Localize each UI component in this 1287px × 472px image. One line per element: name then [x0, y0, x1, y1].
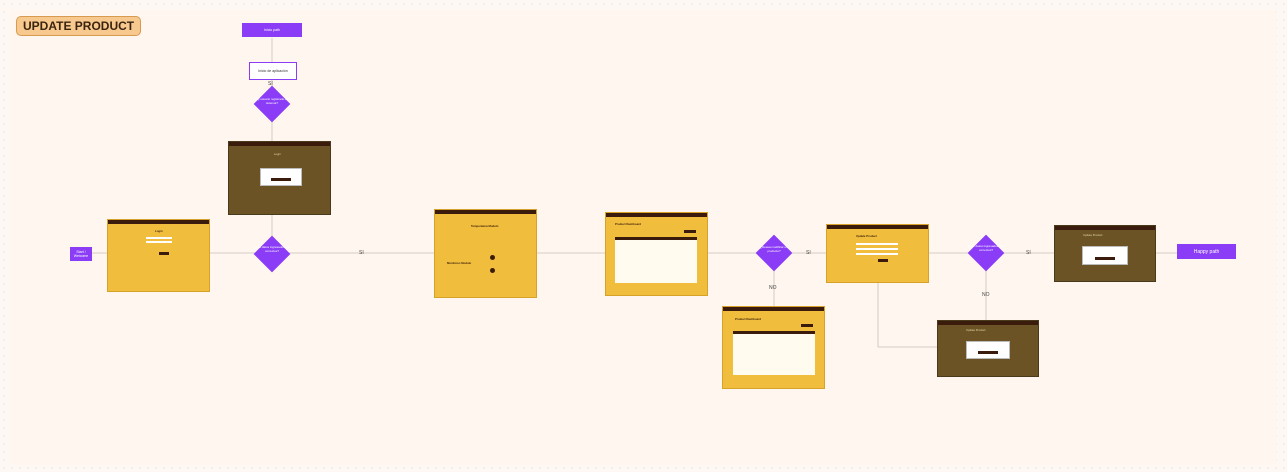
screen-title: Login [155, 229, 163, 233]
screen-top-modal: Login [228, 141, 331, 215]
product-table [615, 237, 697, 283]
add-product-button[interactable] [801, 324, 813, 327]
screen-product-list: Product Dashboard [605, 212, 708, 296]
edge-label-si-1: SI [359, 250, 364, 256]
dashboard-subtitle: Monitoreo Modulo [447, 261, 472, 265]
name-field[interactable] [856, 243, 898, 245]
screen-product-list-no: Product Dashboard [722, 306, 825, 389]
edge-label-no-1: NO [769, 285, 777, 291]
screen-update-form: Update Product [826, 224, 929, 283]
modal-ok-button[interactable] [1095, 257, 1115, 260]
decision-product-label: ¿Desea modificar un producto? [760, 245, 788, 253]
product-table [733, 331, 815, 375]
table-header [615, 237, 697, 240]
screen-topbar [108, 220, 209, 224]
table-header [733, 331, 815, 334]
login-button[interactable] [159, 252, 169, 255]
screen-success-modal: Update Product [1054, 225, 1156, 282]
top-process-label: Inicio de aplicación [258, 69, 288, 73]
decision-login-label: ¿Con datos ingresados son correctos? [253, 245, 291, 253]
product-list-title: Product Dashboard [615, 222, 641, 226]
top-start-node: Inicio path [242, 23, 302, 37]
modal [966, 341, 1010, 359]
screen-topbar [827, 225, 928, 229]
dashboard-title: Temperatura Modulo [471, 224, 499, 228]
screen-topbar [229, 142, 330, 146]
sensor-icon [490, 255, 495, 260]
modal [260, 168, 302, 186]
screen-topbar [1055, 226, 1155, 230]
product-list-no-title: Product Dashboard [735, 317, 761, 321]
edge-label-si-3: SI [1026, 250, 1031, 256]
happy-path-label: Happy path [1193, 248, 1220, 255]
modal-ok-button[interactable] [271, 178, 291, 181]
screen-error-modal: Update Product [937, 320, 1039, 377]
error-modal-title: Update Product [966, 328, 986, 332]
frame-title: UPDATE PRODUCT [16, 16, 142, 36]
add-product-button[interactable] [684, 230, 696, 233]
happy-path-node: Happy path [1177, 244, 1236, 259]
screen-topbar [606, 213, 707, 217]
start-node: Start / Welcome [70, 247, 92, 261]
screen-topbar [435, 210, 536, 214]
top-start-label: Inicio path [264, 28, 280, 32]
update-form-title: Update Product [856, 234, 877, 238]
modal-ok-button[interactable] [978, 351, 998, 354]
start-label: Start / Welcome [73, 250, 89, 258]
save-button[interactable] [878, 259, 888, 262]
stock-field[interactable] [856, 253, 898, 255]
password-field[interactable] [146, 241, 172, 243]
screen-login: Login [107, 219, 210, 292]
top-process-node: Inicio de aplicación [249, 62, 297, 80]
decision-top-label: ¿Hay usuario registrado en el sistema? [252, 97, 292, 105]
screen-topbar [723, 307, 824, 311]
sensor-icon [490, 268, 495, 273]
screen-topbar [938, 321, 1038, 325]
decision-update-label: ¿Los datos ingresados son correctos? [967, 244, 1005, 252]
screen-title: Login [274, 152, 281, 156]
edge-label-si-2: SI [806, 250, 811, 256]
edge-label-si-top: SI [268, 81, 273, 87]
price-field[interactable] [856, 248, 898, 250]
edge-label-no-2: NO [982, 292, 990, 298]
screen-dashboard: Temperatura Modulo Monitoreo Modulo [434, 209, 537, 298]
success-modal-title: Update Product [1083, 233, 1103, 237]
modal [1082, 246, 1128, 265]
email-field[interactable] [146, 237, 172, 239]
